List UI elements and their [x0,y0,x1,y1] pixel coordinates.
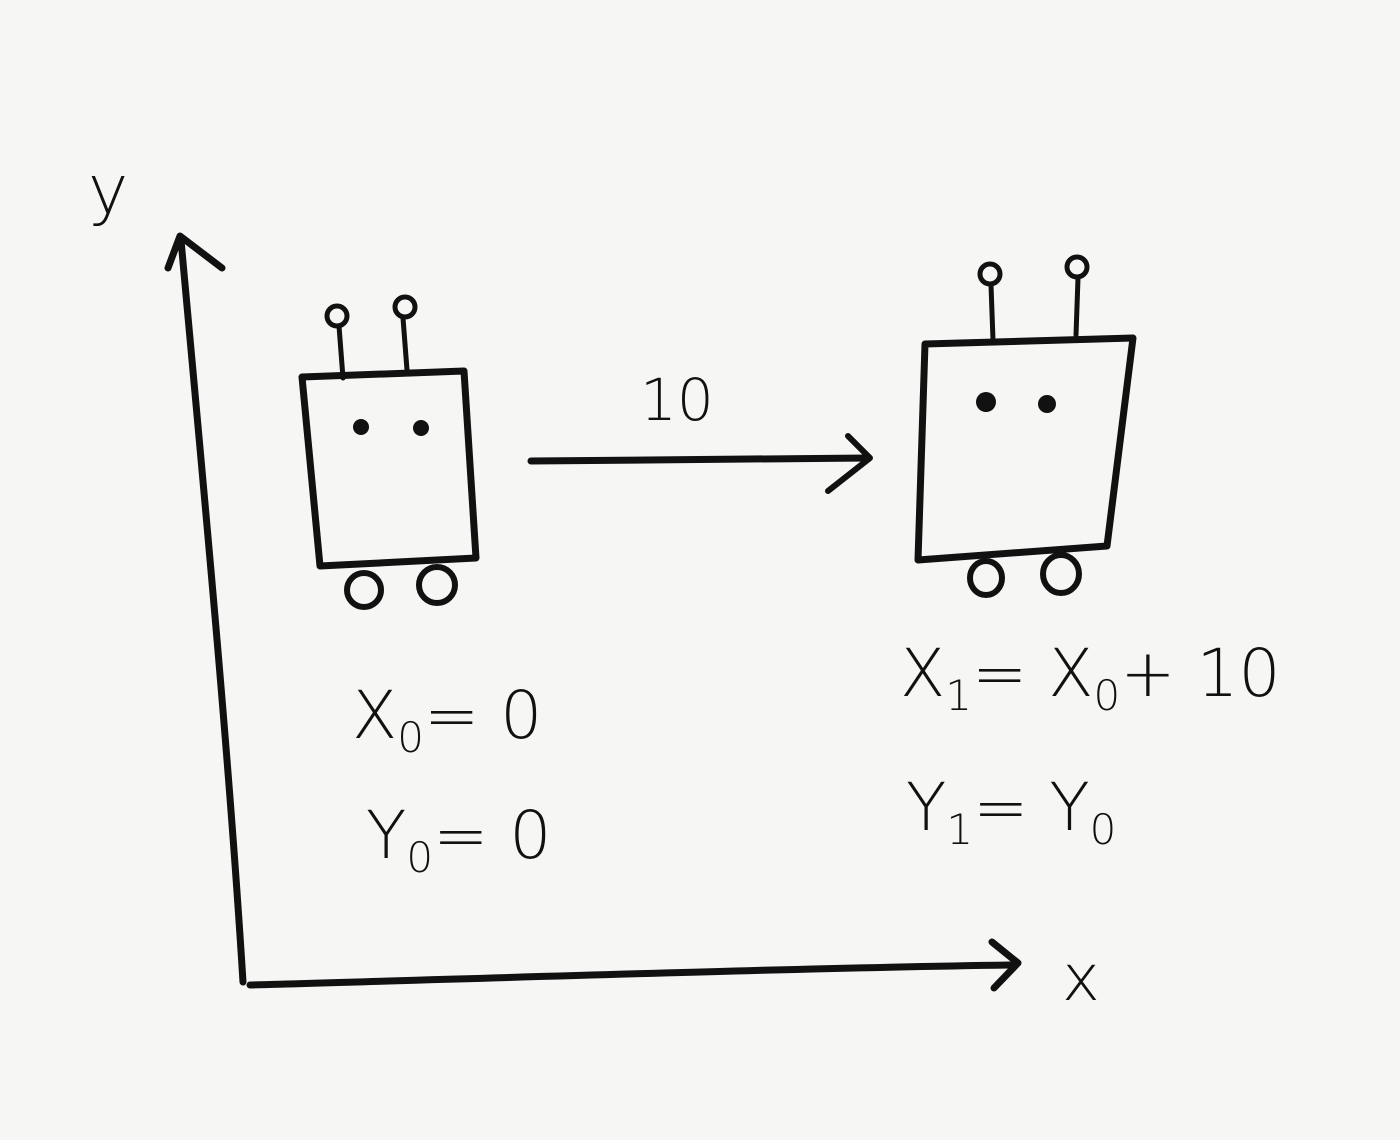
y-axis-line [177,236,247,986]
robot-start-body [298,367,480,570]
end-y-var: Y [906,769,946,846]
start-x-var: X [352,677,397,754]
x-axis-label: x [1062,942,1100,1016]
robot-end-right-antenna [1073,275,1081,338]
robot-end [914,254,1137,598]
movement-arrow-line [527,454,872,465]
start-x-value: = 0 [424,677,542,754]
robot-start-right-eye [413,420,429,436]
start-coordinates: X0= 0 Y0= 0 [352,677,551,882]
robot-end-right-antenna-tip [1064,254,1090,280]
y-axis [164,232,247,986]
end-x-eq-lhs: = X [972,635,1094,712]
start-y-equation: Y0= 0 [366,797,551,882]
robot-start-right-antenna-tip [392,294,418,320]
robot-start-left-wheel [344,570,384,610]
y-axis-arrowhead [164,232,226,272]
robot-end-body [914,334,1137,564]
robot-end-right-wheel [1040,552,1082,596]
end-x-var: X [900,635,945,712]
end-y-equation: Y1= Y0 [906,769,1116,854]
end-coordinates: X1= X0+ 10 Y1= Y0 [900,635,1280,854]
robot-end-left-antenna-tip [977,261,1003,287]
start-y-var: Y [366,797,406,874]
robot-end-left-antenna [988,282,996,343]
x-axis [246,938,1022,992]
end-y-eq-lhs: = Y [973,769,1090,846]
x-axis-arrowhead [988,938,1022,992]
robot-start [298,294,480,610]
x-axis-line [246,961,1014,989]
end-x-eq-sub: 0 [1093,671,1120,720]
robot-start-right-antenna [400,315,410,373]
robot-end-left-wheel [967,558,1005,598]
movement-arrow [527,433,873,494]
start-x-sub: 0 [397,713,424,762]
robot-start-left-antenna-tip [324,303,350,329]
robot-start-right-wheel [416,564,458,606]
end-y-sub: 1 [946,805,973,854]
movement-distance-label: 10 [640,366,714,434]
robot-end-right-eye [1038,395,1056,413]
end-x-equation: X1= X0+ 10 [900,635,1280,720]
start-y-value: = 0 [433,797,551,874]
movement-arrow-head [825,433,873,494]
end-x-sub: 1 [945,671,972,720]
robot-end-left-eye [976,392,996,412]
end-x-eq-rhs: + 10 [1120,635,1280,712]
robot-start-left-antenna [336,323,346,381]
start-x-equation: X0= 0 [352,677,542,762]
end-y-eq-sub: 0 [1090,805,1117,854]
start-y-sub: 0 [406,833,433,882]
robot-start-left-eye [353,419,369,435]
y-axis-label: y [88,151,128,230]
